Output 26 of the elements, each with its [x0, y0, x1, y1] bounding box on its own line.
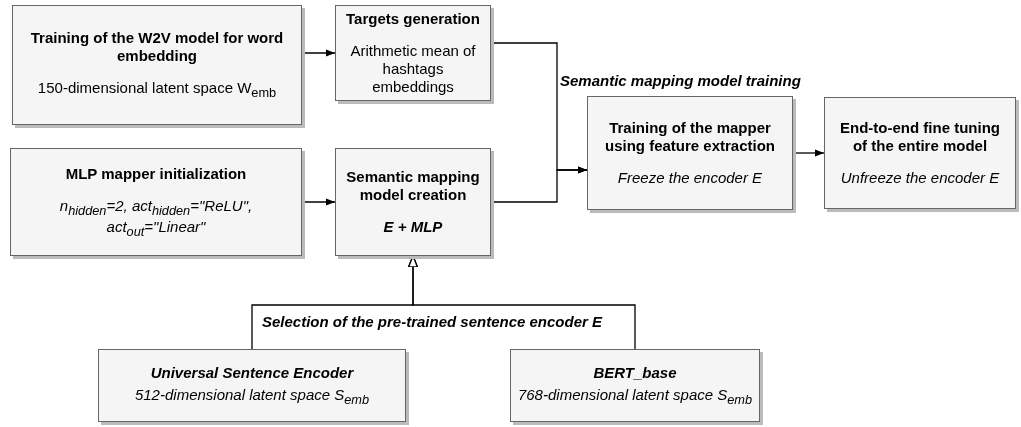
box-description: Arithmetic mean of hashtags embeddings [349, 42, 477, 96]
process-box [10, 148, 302, 256]
box-description: Unfreeze the encoder E [840, 169, 1000, 187]
process-box [587, 96, 793, 210]
box-description: 768-dimensional latent space S$_{emb}$ [517, 385, 753, 408]
box-description: 150-dimensional latent space W$_{emb}$ [37, 79, 277, 101]
process-box [824, 97, 1016, 209]
box-description: n$_{hidden}$=2, act$_{hidden}$="ReLU", act$_{out}$="Linear" [58, 196, 254, 240]
box-description: 512-dimensional latent space S$_{emb}$ [134, 385, 370, 408]
box-title: Training of the mapper using feature extraction [603, 119, 776, 155]
edge-label: Selection of the pre-trained sentence encoder E [260, 313, 604, 330]
process-box [12, 5, 302, 125]
process-box [510, 349, 760, 422]
box-title: End-to-end fine tuning of the entire model [839, 119, 1001, 155]
box-title: Semantic mapping model creation [345, 168, 481, 204]
box-title: BERT_base [593, 363, 677, 382]
box-title: Training of the W2V model for word embedding [29, 29, 285, 66]
process-box [98, 349, 406, 422]
box-description: E + MLP [383, 218, 443, 236]
box-description: Freeze the encoder E [617, 169, 763, 187]
group-heading: Semantic mapping model training [560, 72, 801, 89]
box-title: Universal Sentence Encoder [150, 363, 354, 382]
process-box [335, 148, 491, 256]
box-title: Targets generation [346, 10, 480, 28]
box-title: MLP mapper initialization [65, 164, 247, 183]
process-box [335, 5, 491, 101]
